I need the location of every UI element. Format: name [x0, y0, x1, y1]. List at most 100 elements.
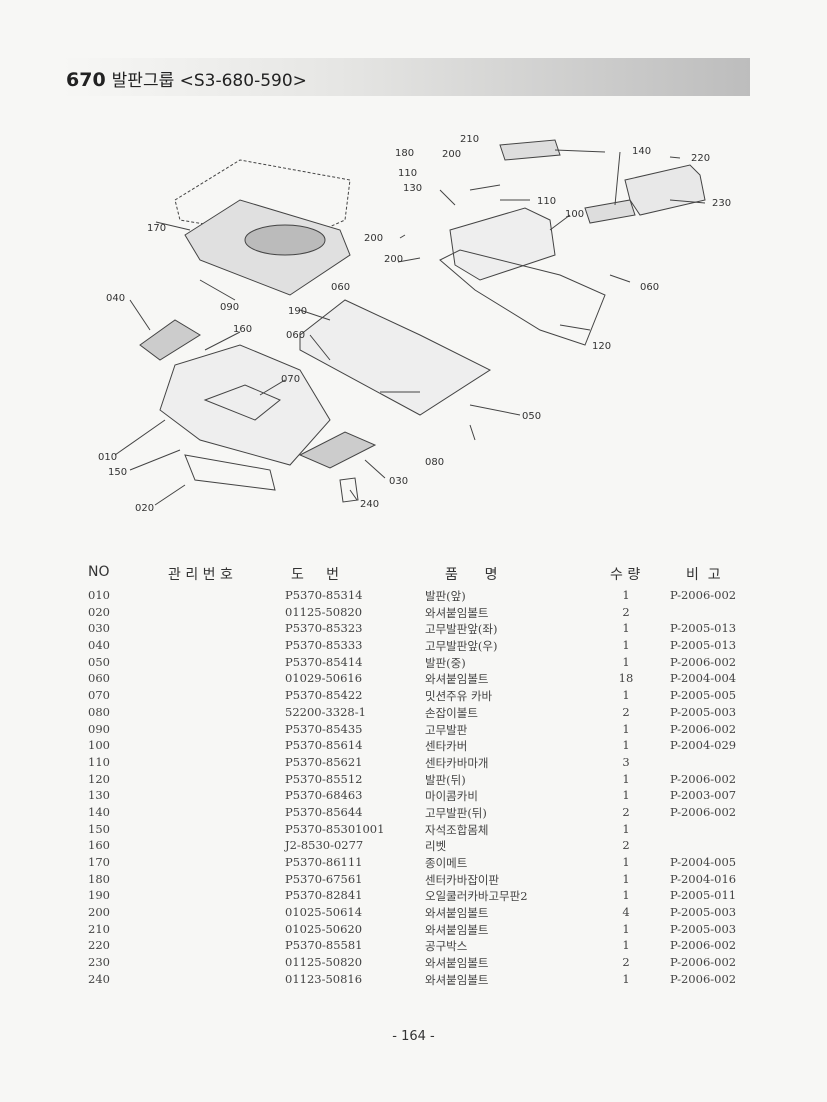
- cell-item-name: 마이콤카비: [425, 789, 478, 804]
- part-140-rubber-pad: [584, 199, 636, 224]
- cell-quantity: 1: [622, 654, 630, 669]
- cell-quantity: 2: [622, 704, 630, 719]
- cell-quantity: 1: [622, 688, 630, 703]
- cell-remark: P-2005-003: [670, 704, 737, 719]
- cell-remark: P-2004-029: [670, 738, 737, 753]
- callout: 030: [389, 476, 408, 487]
- cell-part-number: P5370-85614: [285, 738, 363, 753]
- section-number: 670: [66, 69, 106, 91]
- callout: 210: [460, 134, 479, 145]
- callout: 060: [331, 282, 350, 293]
- cell-remark: P-2005-013: [670, 638, 737, 653]
- cell-no: 080: [88, 704, 110, 719]
- cell-item-name: 발판(뒤): [425, 772, 466, 787]
- part-150-magnet-body: [184, 454, 276, 491]
- callout: 090: [220, 302, 239, 313]
- exploded-parts-diagram: 210 180 200 110 130 110 100 140 220 230 …: [98, 134, 731, 514]
- cell-quantity: 1: [622, 638, 630, 653]
- cell-item-name: 종이메트: [425, 856, 468, 870]
- col-no: NO: [88, 564, 110, 580]
- cell-remark: P-2006-002: [670, 971, 737, 986]
- part-010-front-footboard: [159, 344, 331, 466]
- callout: 200: [384, 254, 403, 265]
- callout: 130: [403, 183, 422, 194]
- callout: 100: [565, 209, 584, 220]
- cell-no: 180: [88, 871, 110, 886]
- cell-remark: P-2006-002: [670, 588, 737, 602]
- cell-no: 170: [88, 855, 110, 869]
- cell-no: 090: [88, 721, 110, 736]
- callout: 060: [640, 282, 659, 293]
- callout: 220: [691, 153, 710, 164]
- cell-remark: P-2006-002: [670, 721, 737, 736]
- cell-no: 190: [88, 888, 110, 903]
- cell-item-name: 리벳: [425, 839, 447, 854]
- cell-part-number: 01125-50820: [285, 955, 363, 970]
- cell-quantity: 3: [622, 754, 630, 769]
- cell-no: 020: [88, 604, 110, 619]
- col-management-no: 관 리 번 호: [168, 567, 233, 583]
- cell-item-name: 센타카바마개: [425, 755, 489, 770]
- cell-no: 160: [88, 838, 110, 853]
- cell-part-number: P5370-85581: [285, 938, 363, 953]
- callout: 230: [712, 198, 731, 209]
- cell-quantity: 2: [622, 804, 630, 819]
- cell-no: 010: [88, 588, 110, 602]
- callout: 040: [106, 293, 125, 304]
- cell-part-number: J2-8530-0277: [285, 838, 364, 853]
- cell-item-name: 오일쿨러카바고무판2: [425, 889, 528, 904]
- cell-remark: P-2005-003: [670, 921, 737, 936]
- cell-quantity: 1: [622, 588, 630, 602]
- cell-no: 230: [88, 955, 110, 970]
- cell-part-number: 01025-50614: [285, 905, 363, 920]
- cell-quantity: 1: [622, 921, 630, 936]
- callout: 050: [522, 411, 541, 422]
- cell-quantity: 1: [622, 871, 630, 886]
- cell-part-number: P5370-85512: [285, 771, 363, 786]
- part-170-paper-mat: [174, 159, 351, 241]
- cell-remark: P-2006-002: [670, 938, 737, 953]
- cell-remark: P-2006-002: [670, 804, 737, 819]
- page-number: - 164 -: [392, 1029, 435, 1044]
- callout: 200: [364, 233, 383, 244]
- cell-item-name: 센터카바잡이판: [425, 872, 500, 887]
- cell-no: 100: [88, 738, 110, 753]
- cell-part-number: P5370-85435: [285, 721, 363, 736]
- cell-no: 240: [88, 971, 110, 986]
- callout: 010: [98, 452, 117, 463]
- cell-item-name: 고무발판앞(좌): [425, 622, 498, 637]
- cell-quantity: 1: [622, 821, 630, 836]
- part-140-rubber-pad: [499, 139, 561, 161]
- cell-part-number: P5370-82841: [285, 888, 363, 903]
- cell-quantity: 4: [622, 905, 630, 920]
- cell-quantity: 1: [622, 721, 630, 736]
- cell-part-number: P5370-85621: [285, 754, 363, 769]
- cell-item-name: 발판(중): [425, 655, 466, 670]
- callout: 060: [286, 330, 305, 341]
- col-drawing-no: 도 번: [291, 567, 340, 583]
- cell-remark: P-2006-002: [670, 955, 737, 970]
- cell-quantity: 1: [622, 971, 630, 986]
- cell-no: 150: [88, 821, 110, 836]
- cell-part-number: 52200-3328-1: [285, 704, 366, 719]
- cell-part-number: P5370-85314: [285, 588, 363, 602]
- cell-no: 140: [88, 804, 110, 819]
- callout: 170: [147, 223, 166, 234]
- part-240-bracket: [339, 477, 359, 503]
- cell-part-number: 01025-50620: [285, 921, 363, 936]
